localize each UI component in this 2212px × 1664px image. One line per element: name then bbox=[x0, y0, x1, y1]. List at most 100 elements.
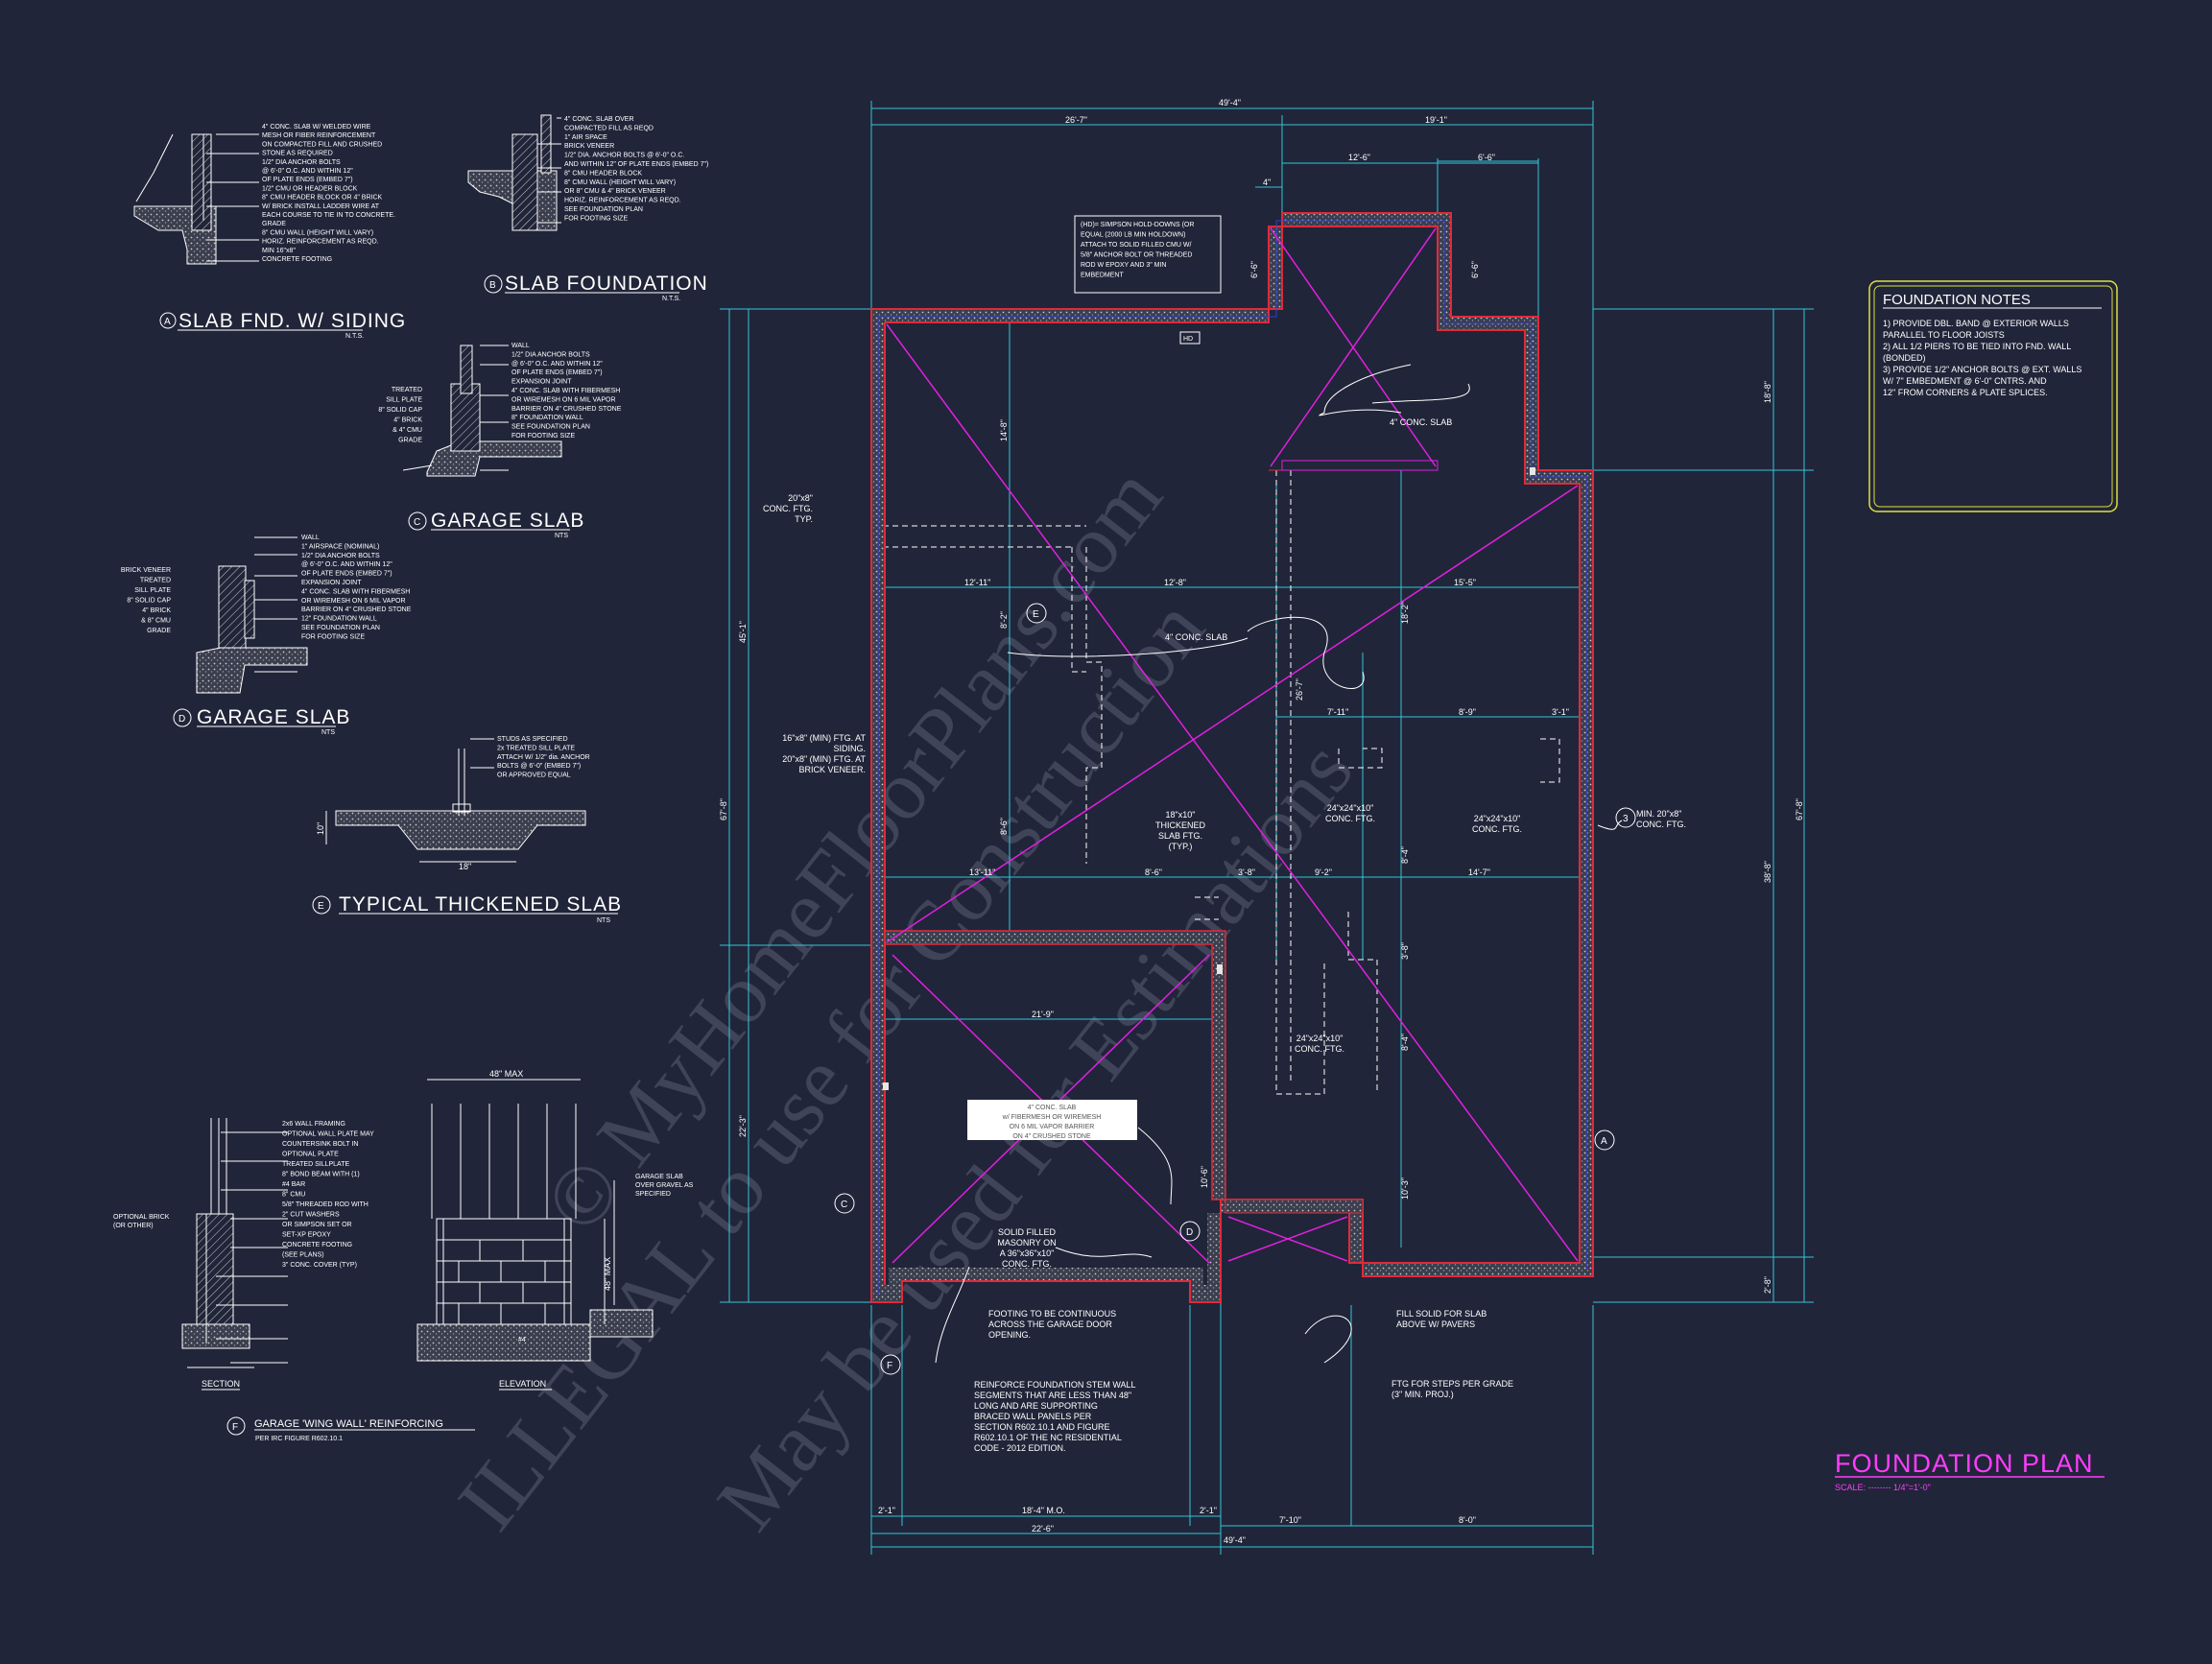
detail-a-note-line: EACH COURSE TO TIE IN TO CONCRETE. bbox=[262, 212, 395, 219]
dim-bump-left: 6'-6" bbox=[1249, 261, 1259, 278]
dimension-lines bbox=[720, 101, 1814, 1555]
detail-d-scale: NTS bbox=[321, 729, 335, 736]
garage-slab-note-line: 4" CONC. SLAB bbox=[1028, 1105, 1077, 1111]
detail-f-right-note-line: GARAGE SLAB bbox=[635, 1174, 683, 1180]
detail-c-note-line: OF PLATE ENDS (EMBED 7") bbox=[511, 369, 603, 376]
dim-row-a-2: 12'-8" bbox=[1164, 578, 1186, 587]
detail-c-left-note-line: GRADE bbox=[398, 438, 422, 444]
detail-d-note-line: SEE FOUNDATION PLAN bbox=[301, 625, 380, 631]
dim-row-a-3: 15'-5" bbox=[1454, 578, 1476, 587]
dim-left-lower: 22'-3" bbox=[738, 1115, 748, 1137]
dim-top-right: 19'-1" bbox=[1425, 115, 1447, 125]
detail-f-right-note-line: SPECIFIED bbox=[635, 1191, 671, 1198]
dim-right-middle: 38'-8" bbox=[1763, 861, 1772, 883]
detail-c-left-note-line: TREATED bbox=[392, 387, 422, 393]
detail-b-letter: B bbox=[489, 280, 496, 291]
foundation-note-line: 12" FROM CORNERS & PLATE SPLICES. bbox=[1883, 388, 2048, 397]
detail-c-note-line: 8" FOUNDATION WALL bbox=[511, 415, 583, 421]
detail-f-note-line: 5/8" THREADED ROD WITH bbox=[282, 1201, 369, 1208]
detail-c-note-line: BARRIER ON 4" CRUSHED STONE bbox=[511, 406, 622, 413]
detail-f-brick-note-line: OPTIONAL BRICK bbox=[113, 1214, 170, 1221]
detail-f-brick-note: OPTIONAL BRICK (OR OTHER) bbox=[113, 1214, 170, 1229]
detail-a-note-line: 4" CONC. SLAB W/ WELDED WIRE bbox=[262, 124, 371, 131]
wall-outline bbox=[870, 212, 1594, 1303]
pier-2-label-line: CONC. FTG. bbox=[1472, 824, 1522, 834]
footing-side-label-line: 20"x8" (MIN) FTG. AT bbox=[782, 754, 866, 764]
detail-d-letter: D bbox=[178, 714, 185, 725]
detail-a-note-line: GRADE bbox=[262, 221, 286, 227]
dim-left-row1: 14'-8" bbox=[999, 419, 1009, 441]
dim-left-row2: 8'-2" bbox=[999, 611, 1009, 629]
dimension-text: 49'-4" 26'-7" 19'-1" 12'-6" 6'-6" 4" 49'… bbox=[719, 98, 1804, 1545]
footing-left-label-line: TYP. bbox=[795, 514, 813, 524]
detail-f-title: GARAGE 'WING WALL' REINFORCING bbox=[254, 1418, 443, 1430]
dim-right-col4: 3'-8" bbox=[1400, 942, 1410, 960]
detail-c-left-note-line: & 4" CMU bbox=[392, 427, 422, 434]
min-footing-label-line: MIN. 20"x8" bbox=[1636, 809, 1681, 819]
detail-c-title: GARAGE SLAB bbox=[431, 510, 584, 532]
dim-row-a-1: 12'-11" bbox=[964, 578, 990, 587]
dim-bottom-left: 22'-6" bbox=[1032, 1524, 1054, 1533]
foundation-notes-box: FOUNDATION NOTES 1) PROVIDE DBL. BAND @ … bbox=[1868, 280, 2118, 512]
footing-side-label-line: BRICK VENEER. bbox=[798, 765, 866, 774]
hd-note-line: (HD)= SIMPSON HOLD-DOWNS (OR bbox=[1081, 222, 1194, 228]
dim-right-col2: 26'-7" bbox=[1295, 678, 1304, 701]
detail-d-note-line: BARRIER ON 4" CRUSHED STONE bbox=[301, 606, 412, 613]
detail-d-left-note-line: 8" SOLID CAP bbox=[127, 598, 171, 605]
hd-tag: HD bbox=[1183, 336, 1193, 343]
dim-bottom-side-right: 2'-1" bbox=[1200, 1506, 1217, 1515]
dim-right-col1: 18'-2" bbox=[1400, 602, 1410, 624]
detail-a-letter: A bbox=[164, 317, 171, 327]
detail-f-brick-note-line: (OR OTHER) bbox=[113, 1223, 154, 1229]
detail-a-note-line: ON COMPACTED FILL AND CRUSHED bbox=[262, 141, 382, 148]
detail-a-notes: 4" CONC. SLAB W/ WELDED WIREMESH OR FIBE… bbox=[262, 124, 395, 263]
callout-a: A bbox=[1601, 1136, 1607, 1147]
fill-solid-label-line: FILL SOLID FOR SLAB bbox=[1396, 1309, 1487, 1319]
slab-main-label: 4" CONC. SLAB bbox=[1165, 632, 1227, 642]
detail-f-note-line: OPTIONAL PLATE bbox=[282, 1152, 339, 1158]
dim-bottom-mid: 7'-10" bbox=[1279, 1515, 1301, 1525]
garage-slab-note-line: w/ FIBERMESH OR WIREMESH bbox=[1002, 1114, 1102, 1121]
detail-c-note-line: EXPANSION JOINT bbox=[511, 379, 572, 386]
foundation-note-line: PARALLEL TO FLOOR JOISTS bbox=[1883, 330, 2005, 340]
hd-note-line: ATTACH TO SOLID FILLED CMU W/ bbox=[1081, 242, 1191, 249]
detail-c-note-line: SEE FOUNDATION PLAN bbox=[511, 424, 590, 431]
plan-labels: 20"x8" CONC. FTG. TYP. 16"x8" (MIN) FTG. AT… bbox=[763, 493, 1686, 1453]
footing-left-label-line: 20"x8" bbox=[788, 493, 813, 503]
dim-bottom-opening: 18'-4" M.O. bbox=[1022, 1506, 1065, 1515]
detail-c-note-line: 4" CONC. SLAB WITH FIBERMESH bbox=[511, 388, 620, 394]
foundation-note-line: (BONDED) bbox=[1883, 353, 1926, 363]
interior-footings bbox=[883, 470, 1560, 1095]
detail-e-note-line: STUDS AS SPECIFIED bbox=[497, 736, 568, 743]
detail-a-note-line: 8" CMU HEADER BLOCK OR 4" BRICK bbox=[262, 195, 382, 202]
foundation-note-line: 1) PROVIDE DBL. BAND @ EXTERIOR WALLS bbox=[1883, 319, 2069, 328]
detail-a-note-line: 1/2" DIA ANCHOR BOLTS bbox=[262, 159, 341, 166]
solid-filled-label-line: SOLID FILLED bbox=[998, 1227, 1057, 1237]
dim-bottom-side-left: 2'-1" bbox=[878, 1506, 895, 1515]
detail-f-max-height: 48" MAX bbox=[603, 1257, 612, 1291]
dim-row-b-1: 7'-11" bbox=[1327, 707, 1348, 717]
plan-scale: SCALE: -------- 1/4"=1'-0" bbox=[1835, 1483, 1931, 1492]
detail-f-bar-label: #4 bbox=[518, 1337, 526, 1343]
footing-continuous-label-line: FOOTING TO BE CONTINUOUS bbox=[988, 1309, 1116, 1319]
watermark: © MyHomeFloorPlans.com ILLEGAL to use fo… bbox=[440, 451, 1370, 1548]
thickened-slab-label-line: SLAB FTG. bbox=[1158, 831, 1202, 841]
detail-f-note-line: SET-XP EPOXY bbox=[282, 1232, 331, 1239]
dim-row-c-2: 8'-6" bbox=[1145, 868, 1162, 877]
detail-d-note-line: EXPANSION JOINT bbox=[301, 580, 362, 586]
pier-2-label: 24"x24"x10"CONC. FTG. bbox=[1472, 814, 1522, 834]
detail-c-letter: C bbox=[414, 517, 420, 528]
detail-f-note-line: 3" CONC. COVER (TYP) bbox=[282, 1262, 357, 1269]
pier-1-label: 24"x24"x10"CONC. FTG. bbox=[1325, 803, 1375, 823]
detail-f-right-note-line: OVER GRAVEL AS bbox=[635, 1182, 694, 1189]
